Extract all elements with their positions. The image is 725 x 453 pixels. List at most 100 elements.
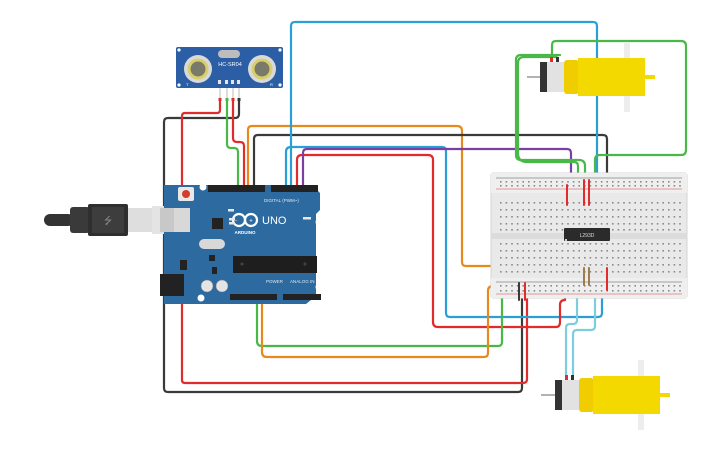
breadboard-hole[interactable] — [584, 243, 586, 245]
breadboard-hole[interactable] — [528, 202, 530, 204]
breadboard-hole[interactable] — [656, 285, 659, 287]
breadboard-hole[interactable] — [612, 216, 614, 218]
breadboard-hole[interactable] — [533, 285, 536, 287]
breadboard-hole[interactable] — [623, 229, 625, 231]
breadboard-hole[interactable] — [572, 271, 575, 273]
breadboard-hole[interactable] — [595, 257, 597, 259]
breadboard-hole[interactable] — [550, 285, 552, 287]
power-header[interactable] — [230, 294, 277, 300]
breadboard-hole[interactable] — [556, 264, 558, 266]
breadboard-hole[interactable] — [556, 202, 558, 204]
breadboard-hole[interactable] — [673, 202, 676, 204]
breadboard-hole[interactable] — [645, 264, 648, 266]
breadboard-hole[interactable] — [606, 209, 608, 211]
breadboard-hole[interactable] — [533, 264, 536, 266]
breadboard-hole[interactable] — [645, 202, 648, 204]
breadboard-hole[interactable] — [561, 257, 564, 259]
breadboard-hole[interactable] — [617, 271, 620, 273]
breadboard-hole[interactable] — [522, 243, 524, 245]
breadboard-hole[interactable] — [533, 181, 536, 183]
breadboard-hole[interactable] — [623, 271, 625, 273]
breadboard-hole[interactable] — [645, 229, 648, 231]
breadboard-hole[interactable] — [505, 181, 508, 183]
breadboard-hole[interactable] — [656, 264, 659, 266]
breadboard-hole[interactable] — [544, 229, 547, 231]
breadboard-hole[interactable] — [572, 202, 575, 204]
breadboard-hole[interactable] — [600, 209, 603, 211]
breadboard-hole[interactable] — [679, 229, 681, 231]
breadboard-hole[interactable] — [600, 185, 603, 187]
motor-bottom-terminal-red[interactable] — [565, 375, 568, 380]
breadboard-hole[interactable] — [567, 271, 569, 273]
breadboard-hole[interactable] — [634, 202, 636, 204]
breadboard-hole[interactable] — [561, 202, 564, 204]
motor-top-terminal-black[interactable] — [556, 57, 559, 62]
breadboard-hole[interactable] — [544, 209, 547, 211]
breadboard-hole[interactable] — [628, 257, 631, 259]
breadboard-hole[interactable] — [606, 181, 608, 183]
breadboard-hole[interactable] — [516, 271, 519, 273]
breadboard-hole[interactable] — [550, 216, 552, 218]
breadboard-hole[interactable] — [539, 271, 541, 273]
breadboard-hole[interactable] — [516, 285, 519, 287]
breadboard-hole[interactable] — [584, 290, 586, 292]
breadboard-hole[interactable] — [673, 250, 676, 252]
breadboard-hole[interactable] — [522, 209, 524, 211]
breadboard-hole[interactable] — [533, 223, 536, 225]
breadboard-hole[interactable] — [606, 216, 608, 218]
breadboard-hole[interactable] — [600, 271, 603, 273]
breadboard-hole[interactable] — [567, 250, 569, 252]
breadboard-hole[interactable] — [612, 271, 614, 273]
breadboard-hole[interactable] — [651, 264, 653, 266]
breadboard-hole[interactable] — [640, 271, 642, 273]
breadboard-hole[interactable] — [528, 181, 530, 183]
breadboard-hole[interactable] — [589, 216, 592, 218]
breadboard-hole[interactable] — [522, 185, 524, 187]
breadboard-hole[interactable] — [634, 257, 636, 259]
breadboard-hole[interactable] — [595, 209, 597, 211]
breadboard-hole[interactable] — [500, 290, 502, 292]
breadboard-hole[interactable] — [617, 202, 620, 204]
breadboard-hole[interactable] — [533, 290, 536, 292]
digital-header-1[interactable] — [208, 185, 265, 192]
breadboard-hole[interactable] — [500, 257, 502, 259]
breadboard-hole[interactable] — [634, 250, 636, 252]
breadboard-hole[interactable] — [544, 250, 547, 252]
breadboard-hole[interactable] — [612, 243, 614, 245]
breadboard-hole[interactable] — [522, 223, 524, 225]
breadboard-hole[interactable] — [640, 181, 642, 183]
breadboard-hole[interactable] — [623, 202, 625, 204]
breadboard-hole[interactable] — [584, 264, 586, 266]
breadboard-hole[interactable] — [561, 185, 564, 187]
breadboard-hole[interactable] — [645, 285, 648, 287]
breadboard-hole[interactable] — [628, 209, 631, 211]
breadboard-hole[interactable] — [662, 209, 664, 211]
breadboard-hole[interactable] — [522, 271, 524, 273]
breadboard-hole[interactable] — [556, 290, 558, 292]
breadboard-hole[interactable] — [662, 202, 664, 204]
breadboard-hole[interactable] — [600, 223, 603, 225]
sensor-pin-trig[interactable] — [225, 98, 229, 101]
breadboard-hole[interactable] — [600, 257, 603, 259]
breadboard-hole[interactable] — [634, 209, 636, 211]
breadboard-hole[interactable] — [511, 250, 513, 252]
breadboard-hole[interactable] — [572, 216, 575, 218]
breadboard-hole[interactable] — [556, 250, 558, 252]
breadboard-hole[interactable] — [550, 209, 552, 211]
breadboard-hole[interactable] — [567, 243, 569, 245]
breadboard-hole[interactable] — [589, 271, 592, 273]
breadboard-hole[interactable] — [651, 285, 653, 287]
breadboard-hole[interactable] — [522, 229, 524, 231]
breadboard-hole[interactable] — [600, 243, 603, 245]
breadboard-hole[interactable] — [567, 209, 569, 211]
breadboard-hole[interactable] — [628, 216, 631, 218]
breadboard-hole[interactable] — [651, 271, 653, 273]
breadboard-hole[interactable] — [651, 250, 653, 252]
breadboard-hole[interactable] — [673, 209, 676, 211]
breadboard-hole[interactable] — [656, 290, 659, 292]
breadboard-hole[interactable] — [561, 209, 564, 211]
breadboard-hole[interactable] — [617, 181, 620, 183]
breadboard-hole[interactable] — [640, 229, 642, 231]
breadboard-hole[interactable] — [539, 290, 541, 292]
breadboard-hole[interactable] — [500, 181, 502, 183]
